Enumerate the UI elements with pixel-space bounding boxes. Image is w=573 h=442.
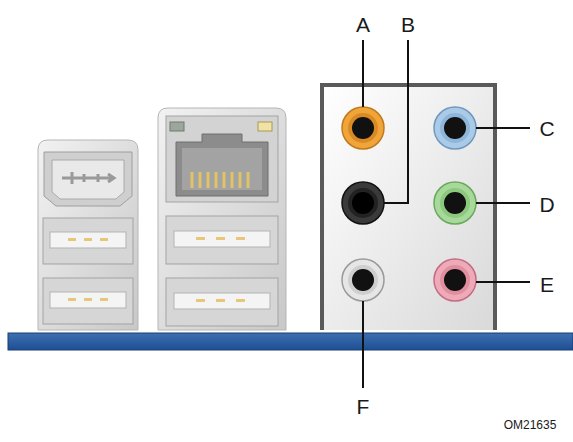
lan-usb-stack (158, 108, 286, 330)
callout-letter: A (356, 14, 370, 35)
callout-letter: F (357, 396, 370, 417)
firewire-usb-stack (38, 140, 138, 330)
leader-lines (363, 40, 530, 388)
callout-letter: B (401, 14, 415, 35)
board-edge (8, 333, 573, 350)
callout-letter: D (539, 194, 554, 215)
callout-letter: C (539, 118, 554, 139)
figure-code: OM21635 (504, 419, 557, 431)
callout-letter: E (540, 274, 554, 295)
